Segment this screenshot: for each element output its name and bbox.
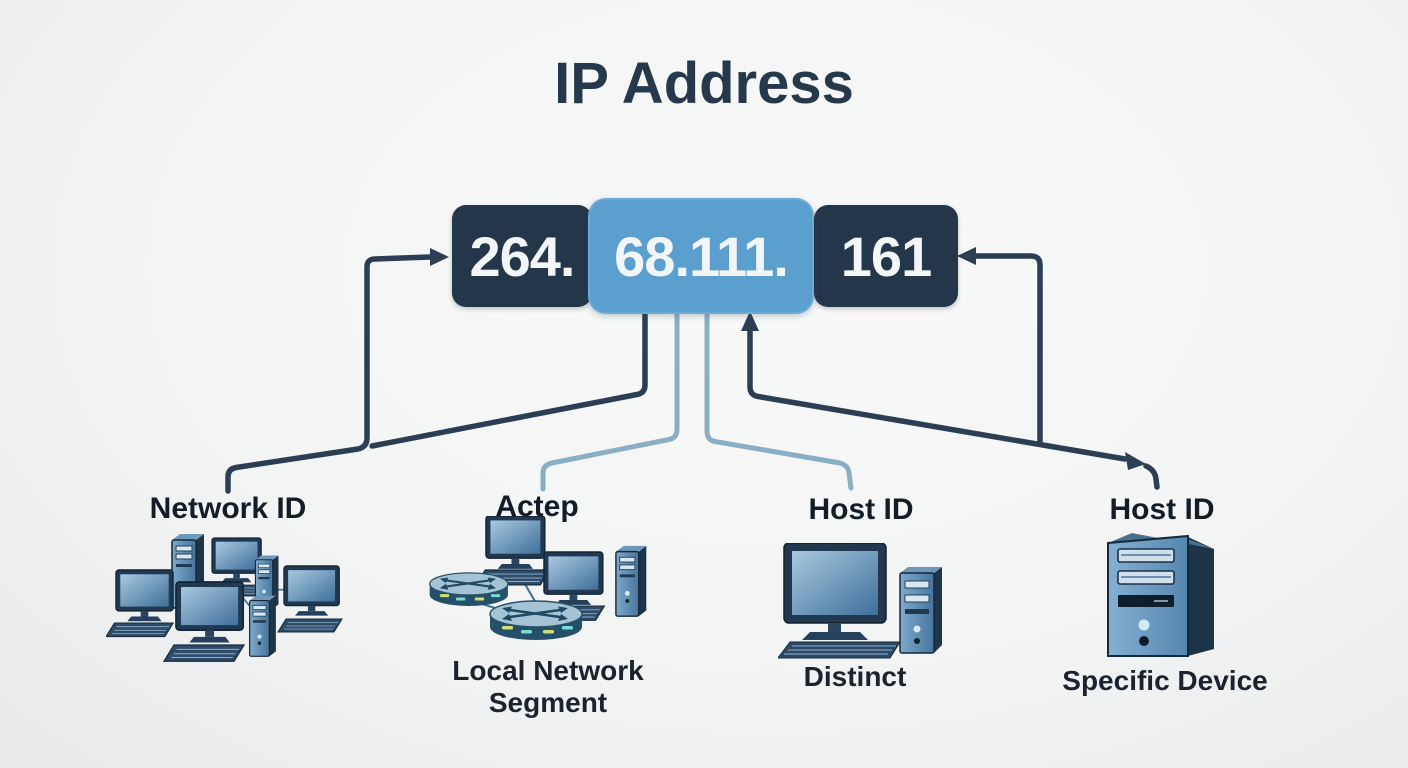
arrow-tail-to-host-id <box>1143 463 1160 490</box>
caption-local-network-segment: Local Network Segment <box>452 655 644 719</box>
label-host-id-3: Host ID <box>808 493 914 526</box>
arrow-branch-right <box>972 253 1043 447</box>
page-title: IP Address <box>554 51 854 116</box>
arrowhead-into-box-left <box>430 248 449 266</box>
network-cluster-illustration <box>106 533 343 662</box>
server-tower-illustration <box>1107 533 1214 657</box>
ip-address-box-group: 264. 68.111. 161 <box>452 198 958 314</box>
arrowhead-into-box-right <box>957 247 976 265</box>
arrow-network-id <box>225 254 433 494</box>
label-host-id-4: Host ID <box>1109 493 1215 526</box>
ip-segment-host: 161 <box>814 205 958 307</box>
lan-segment-illustration <box>428 516 648 642</box>
arrow-diagonal-right <box>747 321 1128 462</box>
caption-distinct: Distinct <box>803 661 907 692</box>
label-network-id: Network ID <box>149 492 307 525</box>
ip-segment-network-text: 264. <box>469 224 576 288</box>
arrow-branch-left <box>369 310 648 449</box>
desktop-computer-illustration <box>778 543 942 659</box>
arrowhead-into-box-bottom <box>741 311 759 331</box>
ip-segment-network: 264. <box>452 205 592 307</box>
ip-segment-middle: 68.111. <box>588 198 814 314</box>
arrowhead-mid-right <box>1125 452 1146 470</box>
caption-specific-device: Specific Device <box>1062 665 1268 696</box>
ip-segment-middle-text: 68.111. <box>614 224 789 288</box>
connector-to-actep <box>540 310 680 492</box>
ip-segment-host-text: 161 <box>840 224 932 288</box>
connector-to-host-id <box>704 310 854 491</box>
